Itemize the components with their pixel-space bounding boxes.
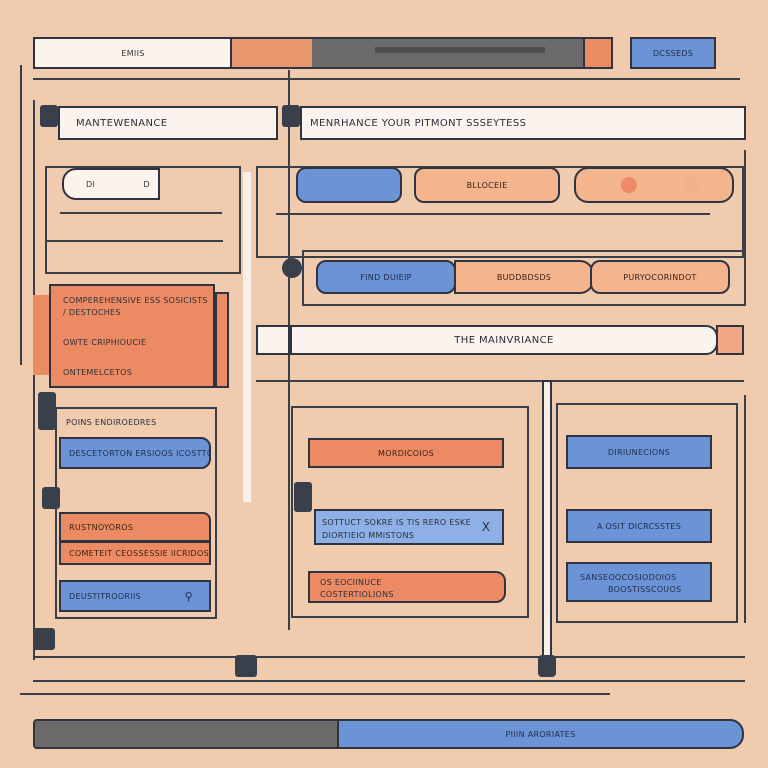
left-column-handle-1[interactable]	[38, 392, 56, 430]
bottom-divider-1	[33, 656, 745, 658]
peach-field-top[interactable]	[574, 167, 734, 203]
second-row-tab-2-label: BUDDBDSDS	[496, 272, 552, 282]
middle-title-end	[716, 325, 744, 355]
left-guide-line	[20, 65, 22, 365]
left-column-orange-1-label: RUSTNOYOROS	[69, 522, 134, 532]
middle-title: THE MAINVRIANCE	[454, 334, 554, 346]
left-card: COMPEREHENSIVE ESS SOSICISTS / DESTOCHES…	[49, 284, 215, 388]
left-column-section-label: POINS ENDIROEDRES	[66, 418, 157, 427]
left-card-line-4: ONTEMELCETOS	[63, 368, 133, 377]
left-column-orange-2-label: COMETEIT CEOSSESSIE IICRIDOS	[69, 548, 209, 558]
second-row-handle[interactable]	[282, 258, 302, 278]
right-column-slider-rail	[542, 380, 552, 660]
middle-column-handle[interactable]	[294, 482, 312, 512]
left-column-blue-1[interactable]: DESCETORTON ERSIOOS ICOSTTOES	[59, 437, 211, 469]
top-left-divider-2	[45, 240, 223, 242]
middle-title-handle[interactable]	[256, 325, 290, 355]
left-column-handle-2[interactable]	[42, 487, 60, 509]
right-header-title: MENRHANCE YOUR PITMONT SSSEYTESS	[310, 117, 527, 129]
left-card-side-bar	[215, 292, 229, 388]
left-card-line-3: OWTE CRIPHIOUCIE	[63, 338, 147, 347]
left-column-orange-2[interactable]: COMETEIT CEOSSESSIE IICRIDOS	[59, 541, 211, 565]
top-right-button[interactable]: DCSSEDS	[630, 37, 716, 69]
peach-pill-top-label: BLLOCEIE	[466, 180, 508, 190]
bottom-middle-handle[interactable]	[235, 655, 257, 677]
bottom-action-label: PIIIN ARORIATES	[505, 729, 576, 739]
middle-column-panel	[291, 406, 529, 618]
top-title-label: EMIIS	[121, 48, 145, 58]
far-right-rail	[744, 395, 746, 623]
top-orange-chip	[583, 37, 613, 69]
bottom-divider-2	[33, 680, 745, 682]
status-dot-2	[683, 177, 699, 193]
left-card-line-2: / DESTOCHES	[63, 308, 121, 317]
right-column-blue-3[interactable]: SANSEOOCOSIODOIOS BOOSTISSCOUOS	[566, 562, 712, 602]
right-column-blue-1[interactable]: DIRIUNECIONS	[566, 435, 712, 469]
middle-blue-card[interactable]: SOTTUCT SOKRE IS TIS RERO ESKE DIORTIEIO…	[314, 509, 504, 545]
right-column-blue-2[interactable]: A OSIT DICRCSSTES	[566, 509, 712, 543]
left-header-handle[interactable]	[40, 105, 58, 127]
right-column-panel	[556, 403, 738, 623]
small-field-right-text: D	[143, 179, 150, 189]
left-column-panel	[55, 407, 217, 619]
middle-divider	[256, 380, 744, 382]
right-header: MENRHANCE YOUR PITMONT SSSEYTESS	[300, 106, 746, 140]
middle-orange-header[interactable]: MORDICOIOS	[308, 438, 504, 468]
top-left-panel	[45, 166, 241, 274]
left-column-blue-2[interactable]: DEUSTITROORIIS ⚲	[59, 580, 211, 612]
right-column-blue-2-label: A OSIT DICRCSSTES	[596, 521, 682, 531]
status-dot-1	[621, 177, 637, 193]
right-column-blue-3-line-2: BOOSTISSCOUOS	[608, 585, 682, 594]
top-divider	[33, 78, 740, 80]
bottom-progress-track	[33, 719, 339, 749]
blue-pill-top[interactable]	[296, 167, 402, 203]
peach-pill-top[interactable]: BLLOCEIE	[414, 167, 560, 203]
bottom-action-bar[interactable]: PIIIN ARORIATES	[337, 719, 744, 749]
left-column-blue-2-icon: ⚲	[184, 589, 193, 603]
right-column-blue-1-label: DIRIUNECIONS	[607, 447, 671, 457]
find-button[interactable]: FIND DUIEIP	[316, 260, 456, 294]
small-field[interactable]: DI D	[62, 168, 160, 200]
top-title-field[interactable]: EMIIS	[33, 37, 233, 69]
right-header-handle[interactable]	[282, 105, 300, 127]
second-row-right-rail	[744, 150, 746, 298]
right-column-blue-3-line-1: SANSEOOCOSIODOIOS	[580, 573, 677, 582]
right-column-slider-knob[interactable]	[538, 655, 556, 677]
top-right-divider	[276, 213, 710, 215]
second-row-tab-2[interactable]: BUDDBDSDS	[454, 260, 594, 294]
small-field-left-text: DI	[86, 179, 96, 189]
left-header: MANTEWENANCE	[58, 106, 278, 140]
bottom-left-handle[interactable]	[33, 628, 55, 650]
second-row-tab-3[interactable]: PURYOCORINDOT	[590, 260, 730, 294]
left-card-line-1: COMPEREHENSIVE ESS SOSICISTS	[63, 296, 208, 305]
left-card-accent	[33, 295, 49, 375]
second-row-tab-3-label: PURYOCORINDOT	[623, 272, 697, 282]
middle-orange-card[interactable]: OS EOCIINUCE COSTERTIOLIONS	[308, 571, 506, 603]
middle-orange-card-line-2: COSTERTIOLIONS	[320, 590, 394, 599]
middle-orange-header-label: MORDICOIOS	[378, 448, 434, 458]
left-column-blue-1-label: DESCETORTON ERSIOOS ICOSTTOES	[69, 448, 211, 458]
top-left-divider-1	[60, 212, 222, 214]
left-column-orange-1[interactable]: RUSTNOYOROS	[59, 512, 211, 542]
middle-title-bar: THE MAINVRIANCE	[290, 325, 718, 355]
middle-blue-card-icon: X	[481, 520, 490, 534]
bottom-divider-3	[20, 693, 610, 695]
middle-blue-card-line-2: DIORTIEIO MMISTONS	[322, 531, 415, 540]
middle-blue-card-line-1: SOTTUCT SOKRE IS TIS RERO ESKE	[322, 518, 471, 527]
find-button-label: FIND DUIEIP	[360, 272, 412, 282]
left-header-title: MANTEWENANCE	[76, 117, 168, 129]
middle-orange-card-line-1: OS EOCIINUCE	[320, 578, 382, 587]
top-progress-fill	[232, 39, 312, 67]
top-progress-inner-line	[375, 47, 545, 53]
rail-left-secondary	[33, 100, 35, 660]
top-right-button-label: DCSSEDS	[652, 48, 694, 58]
secondary-vertical-rail	[243, 172, 251, 502]
left-column-blue-2-label: DEUSTITROORIIS	[69, 591, 141, 601]
